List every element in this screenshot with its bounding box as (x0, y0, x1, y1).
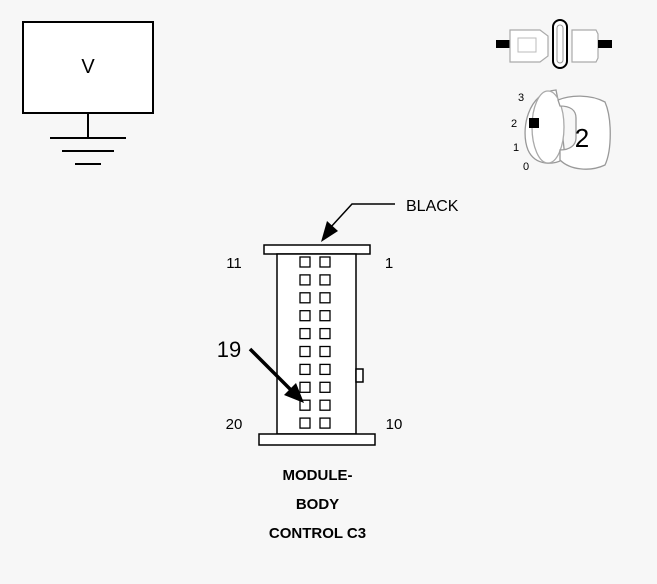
connector-disconnect-icon (496, 19, 612, 69)
pin-cavity (299, 310, 311, 322)
pin-cavity (319, 381, 331, 393)
pin-cavity (319, 363, 331, 376)
voltmeter-icon (22, 21, 154, 165)
pin-cavity (319, 327, 331, 340)
pin-cavity (299, 417, 311, 429)
connector-name-line-3: CONTROL C3 (268, 525, 367, 542)
pin-label-11: 11 (226, 255, 242, 272)
connector-name-line-1: MODULE- (282, 467, 353, 484)
pin-cavity (319, 274, 331, 286)
pin-cavity (299, 327, 311, 340)
highlighted-pin-arrow (248, 347, 304, 403)
pin-label-10: 10 (386, 416, 403, 433)
highlighted-pin-label: 19 (217, 337, 241, 362)
connector-body (258, 244, 376, 446)
key-position-label: 2 (575, 123, 589, 153)
connector-color-label: BLACK (406, 198, 459, 215)
ignition-position-0: 0 (523, 161, 529, 173)
pin-cavity (319, 417, 331, 429)
ignition-position-1: 1 (513, 142, 519, 154)
pin-cavity (299, 381, 311, 393)
pin-cavity (299, 345, 311, 358)
pin-cavity (299, 363, 311, 376)
ignition-position-2: 2 (511, 118, 517, 130)
voltmeter-label: V (81, 56, 95, 78)
pin-label-20: 20 (226, 416, 243, 433)
pin-cavity (319, 399, 331, 411)
pin-cavity (299, 292, 311, 304)
pin-cavity (319, 345, 331, 358)
pin-cavity (319, 256, 331, 268)
connector-name-line-2: BODY (295, 496, 340, 513)
pin-cavity (319, 310, 331, 322)
pin-cavity-grid (299, 256, 331, 429)
ignition-position-3: 3 (518, 92, 524, 104)
pin-cavity (299, 399, 311, 411)
color-leader-arrow (321, 203, 395, 242)
ignition-key-icon (524, 89, 611, 170)
pin-cavity (299, 256, 311, 268)
pin-label-1: 1 (385, 255, 393, 272)
pin-cavity (319, 292, 331, 304)
pin-cavity (299, 274, 311, 286)
